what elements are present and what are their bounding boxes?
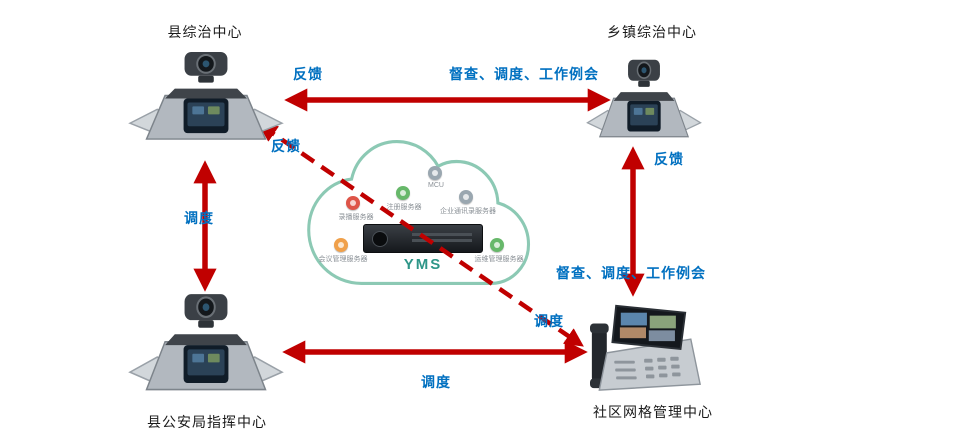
police-command-label: 县公安局指挥中心: [147, 414, 267, 430]
edge-label-diagonal-feedback: 反馈: [271, 138, 301, 154]
edge-label-right-feedback: 反馈: [654, 151, 684, 167]
edge-label-top-feedback: 反馈: [293, 66, 323, 82]
township-center-device: [586, 58, 702, 142]
arrow-diagonal-dashed: [258, 123, 584, 347]
edge-label-diagonal-dispatch: 调度: [534, 313, 564, 329]
edge-label-right-supervision: 督查、调度、工作例会: [556, 265, 706, 281]
edge-label-bottom-dispatch: 调度: [421, 374, 451, 390]
edge-label-top-supervision: 督查、调度、工作例会: [449, 66, 599, 82]
township-center-label: 乡镇综治中心: [607, 24, 697, 40]
county-center-label: 县综治中心: [167, 24, 243, 40]
community-grid-video-phone: [590, 298, 702, 396]
edge-label-left-dispatch: 调度: [184, 210, 214, 226]
police-command-device: [128, 292, 284, 396]
county-center-device: [128, 50, 284, 145]
community-grid-label: 社区网格管理中心: [593, 404, 713, 420]
